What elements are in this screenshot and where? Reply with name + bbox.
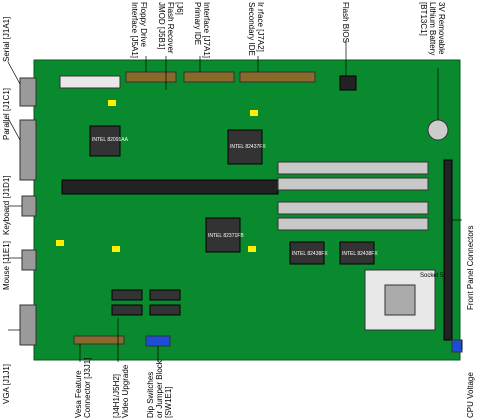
dip-switches	[145, 335, 171, 347]
chip-82438fx-a	[289, 241, 325, 265]
label-primary-ide-1: Primary IDE	[193, 2, 202, 46]
label-secondary-ide-2: Ir rface [J7A2]	[256, 2, 265, 52]
label-video-2: Video Upgrade	[121, 364, 130, 418]
label-vesa-2: Connector [J3J1]	[83, 357, 92, 418]
cpu-socket-core	[384, 284, 416, 316]
label-floppy-2: Interface [J5A1]	[130, 2, 139, 59]
vesa-connector	[73, 335, 125, 345]
chip-label-82371fb: INTEL 82371FB	[208, 233, 244, 239]
chip-label-82438fx-b: INTEL 82438FX	[342, 251, 378, 257]
keyboard-connector	[21, 195, 37, 217]
cpu-voltage-jumper	[451, 339, 463, 353]
label-vga: VGA [J1J1]	[2, 363, 11, 404]
socket-label: Socket 5	[420, 273, 444, 279]
label-floppy-1: Floppy Drive	[139, 2, 148, 47]
vga-connector	[19, 304, 37, 346]
jumper-4	[112, 246, 120, 252]
video-chip-2	[111, 304, 143, 316]
parallel-connector	[19, 119, 37, 181]
video-chip-3	[149, 289, 181, 301]
simm-slot-1	[277, 161, 429, 175]
label-battery-1: 3V Removable	[437, 2, 446, 55]
label-dip-3: [SW1E1]	[164, 386, 173, 418]
label-jmod-2: Flash Recover	[166, 2, 175, 54]
chip-label-82438fx-a: INTEL 82438FX	[292, 251, 328, 257]
label-serial: Serial [J1A1]	[2, 16, 11, 62]
label-secondary-ide-1: Secondary IDE	[247, 2, 256, 56]
label-cpu-voltage: CPU Voltage	[466, 372, 475, 418]
label-jmod-3: [J6]	[175, 2, 184, 15]
label-video-1: [J4H1/J5H2]	[112, 373, 121, 418]
label-flash-bios: Flash BIOS	[341, 2, 350, 43]
chip-82091aa	[89, 125, 121, 157]
chip-label-82091aa: INTEL 82091AA	[92, 137, 128, 143]
primary-ide-header	[183, 71, 235, 83]
simm-slot-4	[277, 217, 429, 231]
power-connector	[59, 75, 121, 89]
jumper-3	[56, 240, 64, 246]
serial-connector	[19, 77, 37, 107]
simm-slot-3	[277, 201, 429, 215]
label-battery-2: Lithium Battery	[428, 2, 437, 56]
label-primary-ide-2: Interface [J7A1]	[202, 2, 211, 59]
chip-82437fx	[227, 129, 263, 165]
chip-82438fx-b	[339, 241, 375, 265]
label-mouse: Mouse [J1E1]	[2, 241, 11, 290]
jumper-5	[248, 246, 256, 252]
simm-slot-2	[277, 177, 429, 191]
label-battery-3: [BT13C1]	[419, 2, 428, 36]
front-panel-connector	[443, 159, 453, 341]
label-jmod-1: JMOD [J5B1]	[157, 2, 166, 50]
jumper-2	[250, 110, 258, 116]
floppy-header	[125, 71, 177, 83]
video-chip-4	[149, 304, 181, 316]
chip-82371fb	[205, 217, 241, 253]
label-dip-2: or Jumper Block	[155, 360, 164, 418]
jumper-1	[108, 100, 116, 106]
chip-label-82437fx: INTEL 82437FX	[230, 144, 266, 150]
label-dip-1: Dip Switches	[146, 371, 155, 418]
expansion-slot	[61, 179, 279, 195]
label-parallel: Parallel [J1C1]	[2, 87, 11, 140]
battery	[427, 119, 449, 141]
flash-bios-chip	[339, 75, 357, 91]
label-front-panel: Front Panel Connectors	[466, 225, 475, 311]
mouse-connector	[21, 249, 37, 271]
label-keyboard: Keyboard [J1D1]	[2, 175, 11, 235]
video-chip-1	[111, 289, 143, 301]
label-vesa-1: Vesa Feature	[74, 370, 83, 418]
leader-lines	[7, 40, 463, 362]
secondary-ide-header	[239, 71, 316, 83]
